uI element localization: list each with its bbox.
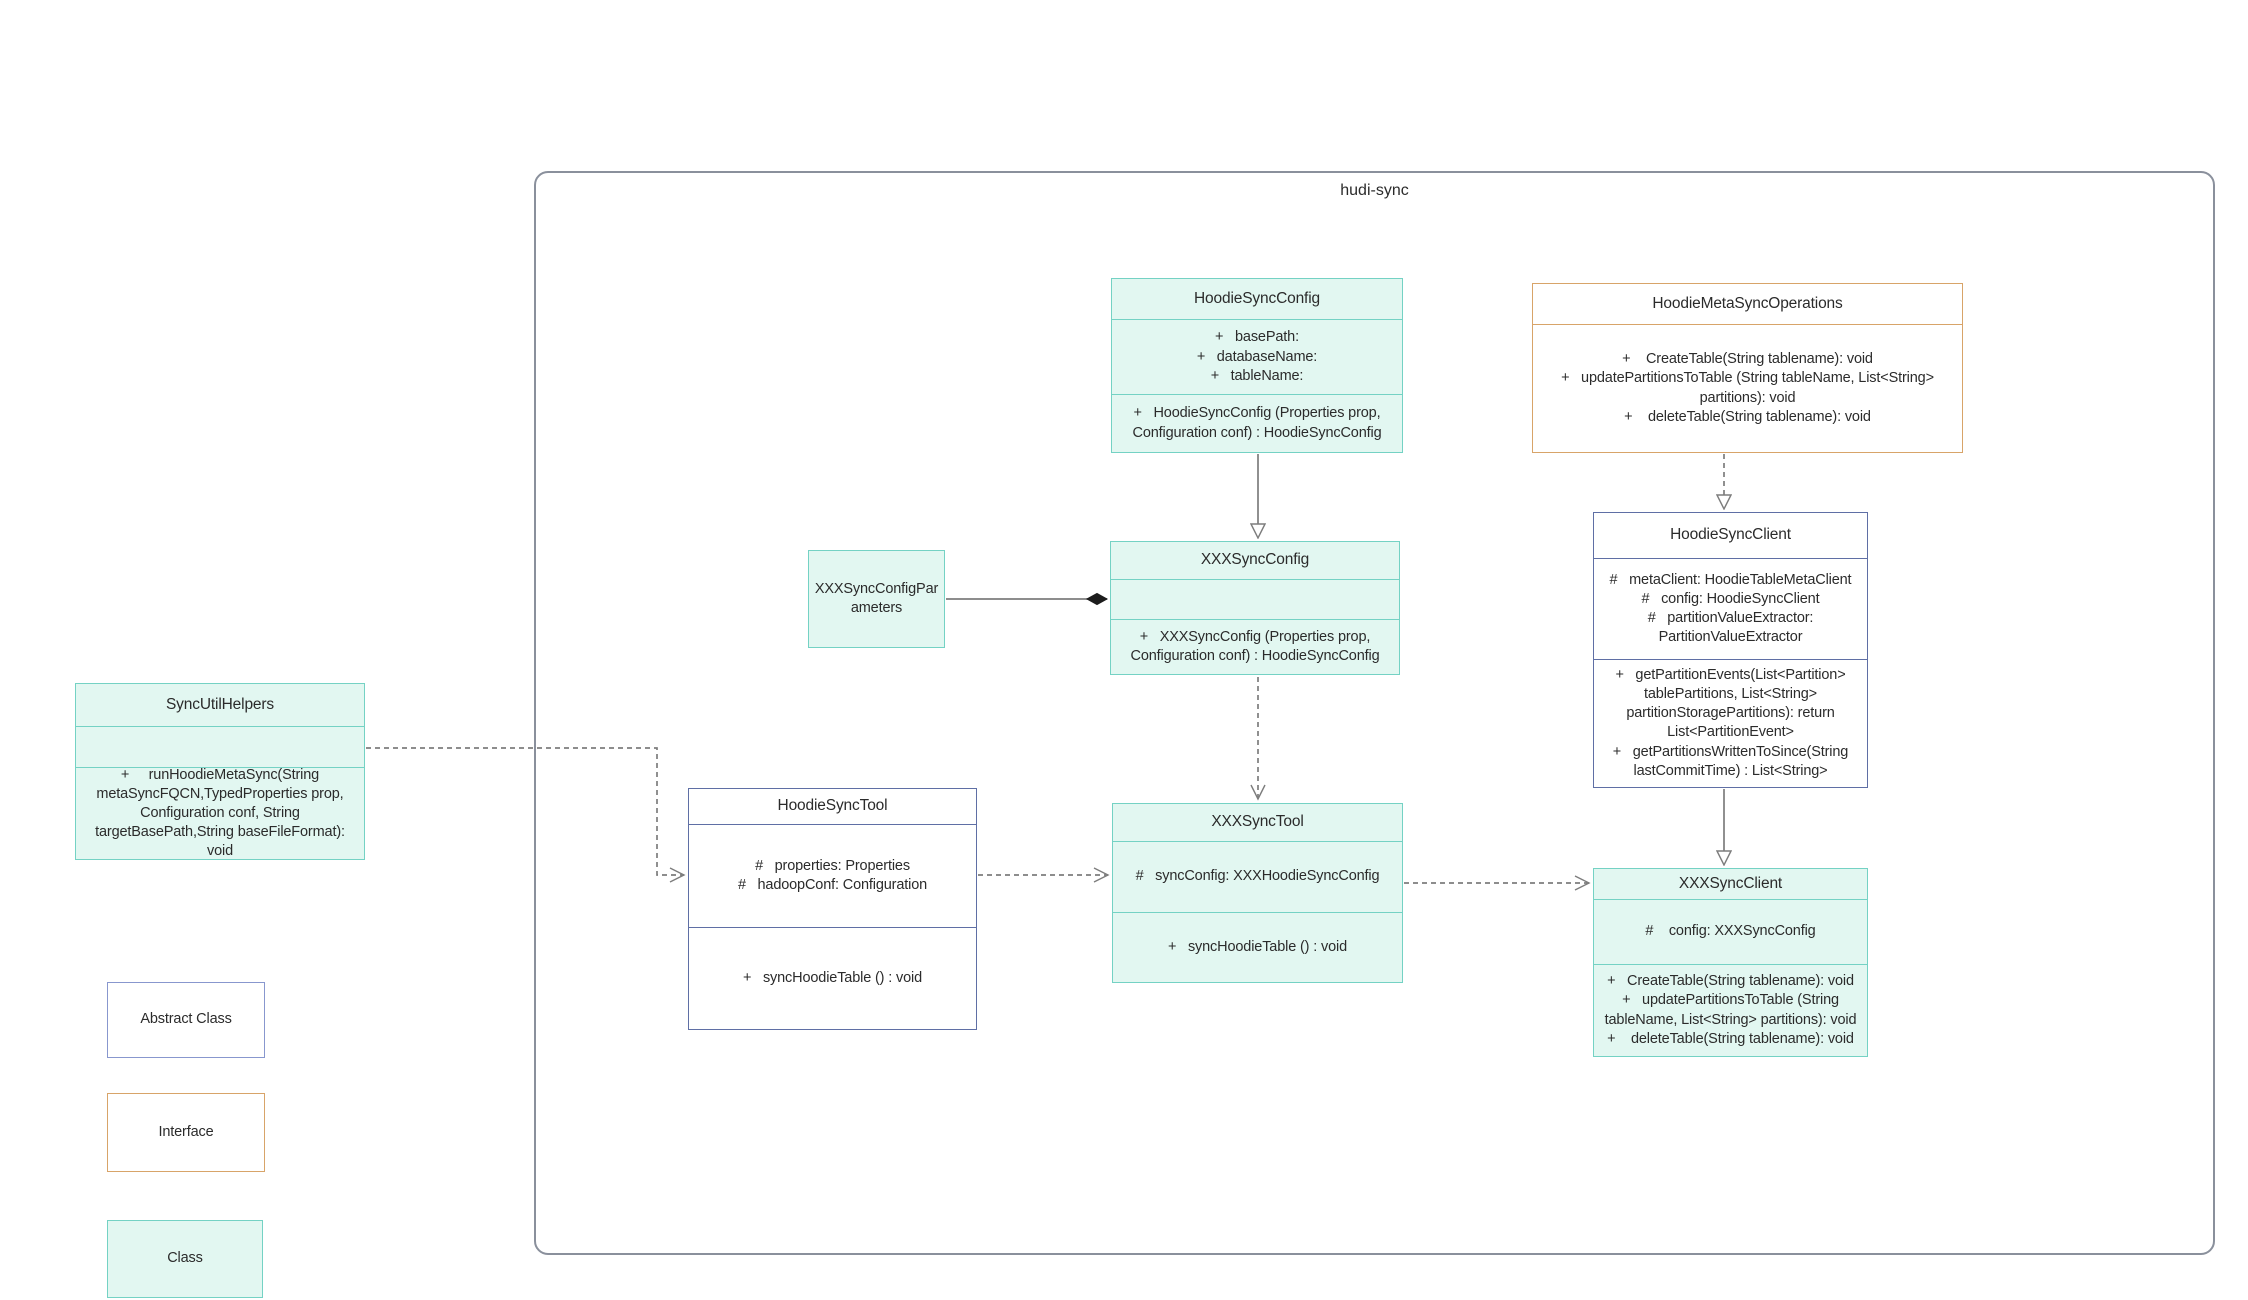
legend-class-label: Class — [167, 1250, 203, 1267]
hudi-sync-group-frame — [534, 171, 2215, 1255]
class-methods: + HoodieSyncConfig (Properties prop, Con… — [1112, 394, 1402, 452]
class-title: XXXSyncConfig — [1200, 551, 1310, 569]
class-title: XXXSyncClient — [1678, 874, 1783, 892]
class-fields: # metaClient: HoodieTableMetaClient # co… — [1594, 558, 1867, 659]
class-fields — [76, 726, 364, 767]
class-title: HoodieSyncTool — [777, 797, 888, 815]
class-sync-util-helpers: SyncUtilHelpers + runHoodieMetaSync(Stri… — [75, 683, 365, 860]
class-title: XXXSyncConfigParameters — [814, 580, 939, 616]
interface-hoodie-meta-sync-operations: HoodieMetaSyncOperations + CreateTable(S… — [1532, 283, 1963, 453]
class-title: SyncUtilHelpers — [165, 695, 274, 713]
class-xxx-sync-client: XXXSyncClient # config: XXXSyncConfig + … — [1593, 868, 1868, 1057]
connector-syncutilhelpers-to-hoodiesynctool — [366, 747, 686, 883]
class-fields: + basePath: + databaseName: + tableName: — [1112, 319, 1402, 394]
legend-abstract-label: Abstract Class — [140, 1011, 232, 1028]
class-hoodie-sync-config: HoodieSyncConfig + basePath: + databaseN… — [1111, 278, 1403, 453]
abstract-class-hoodie-sync-tool: HoodieSyncTool # properties: Properties … — [688, 788, 977, 1030]
class-fields: # config: XXXSyncConfig — [1594, 899, 1867, 964]
interface-title: HoodieMetaSyncOperations — [1652, 294, 1843, 312]
abstract-class-hoodie-sync-client: HoodieSyncClient # metaClient: HoodieTab… — [1593, 512, 1868, 788]
interface-methods: + CreateTable(String tablename): void + … — [1533, 324, 1962, 452]
class-methods: + CreateTable(String tablename): void + … — [1594, 964, 1867, 1056]
legend-interface: Interface — [107, 1093, 265, 1172]
class-methods: + runHoodieMetaSync(String metaSyncFQCN,… — [76, 767, 364, 859]
class-xxx-sync-config: XXXSyncConfig + XXXSyncConfig (Propertie… — [1110, 541, 1400, 675]
class-fields — [1111, 579, 1399, 619]
class-title: HoodieSyncConfig — [1194, 289, 1320, 307]
class-fields: # properties: Properties # hadoopConf: C… — [689, 824, 976, 927]
class-methods: + getPartitionEvents(List<Partition> tab… — [1594, 658, 1867, 787]
class-title: XXXSyncTool — [1211, 813, 1304, 831]
legend-abstract-class: Abstract Class — [107, 982, 265, 1058]
legend-interface-label: Interface — [158, 1123, 214, 1140]
class-fields: # syncConfig: XXXHoodieSyncConfig — [1113, 841, 1402, 912]
class-methods: + syncHoodieTable () : void — [1113, 911, 1402, 982]
class-xxx-sync-tool: XXXSyncTool # syncConfig: XXXHoodieSyncC… — [1112, 803, 1403, 983]
class-xxx-sync-config-parameters: XXXSyncConfigParameters — [808, 550, 945, 648]
hudi-sync-group-label: hudi-sync — [1340, 182, 1409, 199]
class-methods: + XXXSyncConfig (Properties prop, Config… — [1111, 619, 1399, 674]
class-methods: + syncHoodieTable () : void — [689, 926, 976, 1029]
legend-class: Class — [107, 1220, 263, 1298]
class-title: HoodieSyncClient — [1670, 526, 1791, 544]
